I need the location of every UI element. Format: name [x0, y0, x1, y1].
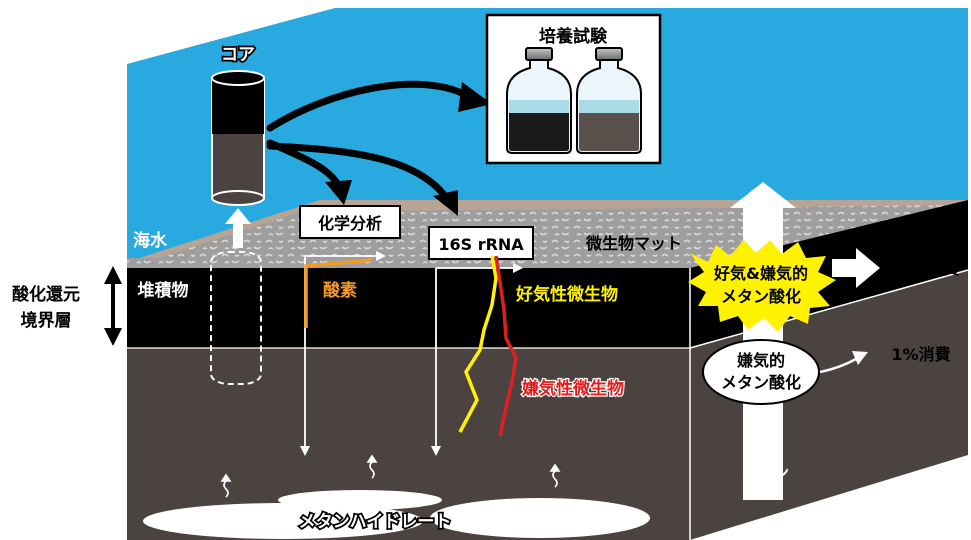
aerobic-profile-line [458, 255, 498, 433]
redox-layer-label-line2: 境界層 [21, 310, 72, 331]
culture-test-label: 培養試験 [539, 26, 608, 47]
culture-vial-2 [576, 47, 642, 154]
redox-thickness-arrow [104, 266, 122, 346]
oxygen-label: 酸素 [323, 280, 357, 301]
aero-anaero-burst [688, 240, 836, 332]
hydrate-lens-1 [143, 503, 423, 539]
mat-front-edge [127, 258, 690, 270]
core-up-arrow [225, 208, 251, 248]
anaero-oxidation-ellipse [702, 339, 820, 405]
methane-label: メタン [741, 463, 789, 482]
methane-hydrate-label: メタンハイドレート [299, 512, 452, 532]
consume-1-arrow [819, 351, 868, 374]
microbe-profile-axes [431, 263, 523, 456]
microbial-mat-label: 微生物マット [585, 234, 682, 253]
anaero-label-line2: メタン酸化 [721, 373, 801, 392]
core-sample-outline [210, 251, 262, 385]
aero-anaero-label-line2: メタン酸化 [721, 287, 801, 306]
hydrate-lens-3 [430, 498, 650, 538]
rrna-label: 16S rRNA [438, 235, 524, 254]
rrna-box [428, 226, 534, 260]
methane-bubble-icon [220, 454, 561, 498]
anaerobic-microbes-label: 嫌気性微生物 [521, 378, 624, 399]
seawater-label: 海水 [133, 230, 168, 251]
chem-analysis-box [299, 205, 401, 239]
consume-40-label: 40%消費 [889, 259, 959, 278]
arrowhead-icon [325, 82, 492, 216]
aerobic-microbes-label: 好気性微生物 [515, 284, 618, 305]
consume-1-label: 1%消費 [891, 345, 950, 364]
core-analysis-arrows [266, 80, 472, 204]
redox-black-layer [127, 268, 690, 348]
oxygen-profile-line [304, 258, 373, 328]
culture-vial-1 [506, 47, 572, 154]
aero-anaero-label-line1: 好気&嫌気的 [713, 264, 808, 283]
anaerobic-profile-line [494, 255, 518, 437]
redox-layer-label-line1: 酸化還元 [12, 284, 80, 305]
hydrate-lens-2 [278, 490, 442, 510]
chem-analysis-label: 化学分析 [318, 214, 382, 233]
anaero-label-line1: 嫌気的 [736, 351, 785, 370]
sediment-label: 堆積物 [138, 280, 189, 301]
core-label: コア [221, 45, 255, 65]
consume-40-arrow [832, 248, 880, 288]
core-cylinder [211, 70, 265, 206]
